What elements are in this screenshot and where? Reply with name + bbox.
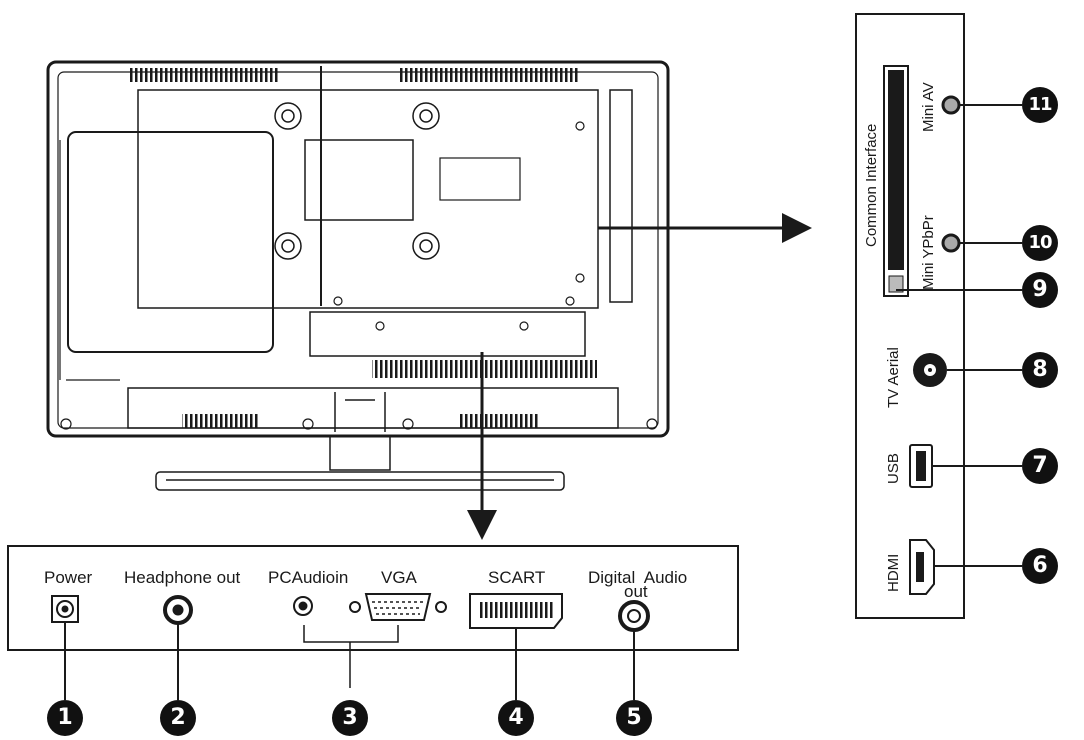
pc-audio-jack-icon <box>293 596 313 616</box>
left-cover <box>67 131 274 353</box>
headphone-out-label: Headphone out <box>124 568 241 587</box>
callout-5: 5 <box>616 700 652 736</box>
callout-9: 9 <box>1022 272 1058 308</box>
headphone-jack-icon <box>163 595 193 625</box>
scart-port-icon <box>469 593 563 629</box>
rating-sticker <box>439 157 521 201</box>
pc-audio-in-label: PCAudioin <box>268 568 349 587</box>
mini-ypbpr-label: Mini YPbPr <box>920 215 937 290</box>
bottom-leader-lines <box>64 622 635 700</box>
callout-1: 1 <box>47 700 83 736</box>
arrows <box>467 213 812 540</box>
side-leader-lines <box>896 104 1022 567</box>
callout-3: 3 <box>332 700 368 736</box>
side-connector-panel <box>855 13 1022 619</box>
mini-av-label: Mini AV <box>920 82 937 132</box>
hdmi-label: HDMI <box>885 553 902 592</box>
bottom-connector-panel <box>7 545 739 688</box>
digital-audio-out-label: out <box>624 582 648 601</box>
callout-2: 2 <box>160 700 196 736</box>
power-jack-icon <box>51 595 79 623</box>
label-plate <box>304 139 414 221</box>
vga-label: VGA <box>381 568 417 587</box>
callout-7: 7 <box>1022 448 1058 484</box>
usb-label: USB <box>885 453 902 484</box>
power-label: Power <box>44 568 93 587</box>
mini-ypbpr-jack-icon <box>941 233 961 253</box>
tv-stand <box>155 436 565 491</box>
group-bracket <box>303 625 399 688</box>
scart-label: SCART <box>488 568 546 587</box>
callout-10: 10 <box>1022 225 1058 261</box>
digital-audio-label: Digital Audio <box>588 568 688 587</box>
common-interface-slot <box>883 65 909 297</box>
bottom-vent <box>372 360 597 378</box>
mini-av-jack-icon <box>941 95 961 115</box>
digital-audio-jack-icon <box>618 600 650 632</box>
callout-4: 4 <box>498 700 534 736</box>
tv-aerial-socket-icon <box>913 353 947 387</box>
top-vent-right <box>398 68 578 82</box>
screws <box>333 121 585 331</box>
top-vent-left <box>130 68 280 82</box>
hdmi-port-icon <box>909 539 935 595</box>
callout-8: 8 <box>1022 352 1058 388</box>
usb-port-icon <box>909 444 933 488</box>
rear-plate <box>137 89 599 309</box>
vga-port-icon <box>349 593 447 621</box>
side-rail <box>609 89 633 303</box>
wall-mount-holes <box>274 102 440 260</box>
tv-rear-view <box>46 60 670 438</box>
callout-11: 11 <box>1022 87 1058 123</box>
callout-6: 6 <box>1022 548 1058 584</box>
common-interface-label: Common Interface <box>863 123 880 247</box>
tv-aerial-label: TV Aerial <box>885 347 902 408</box>
